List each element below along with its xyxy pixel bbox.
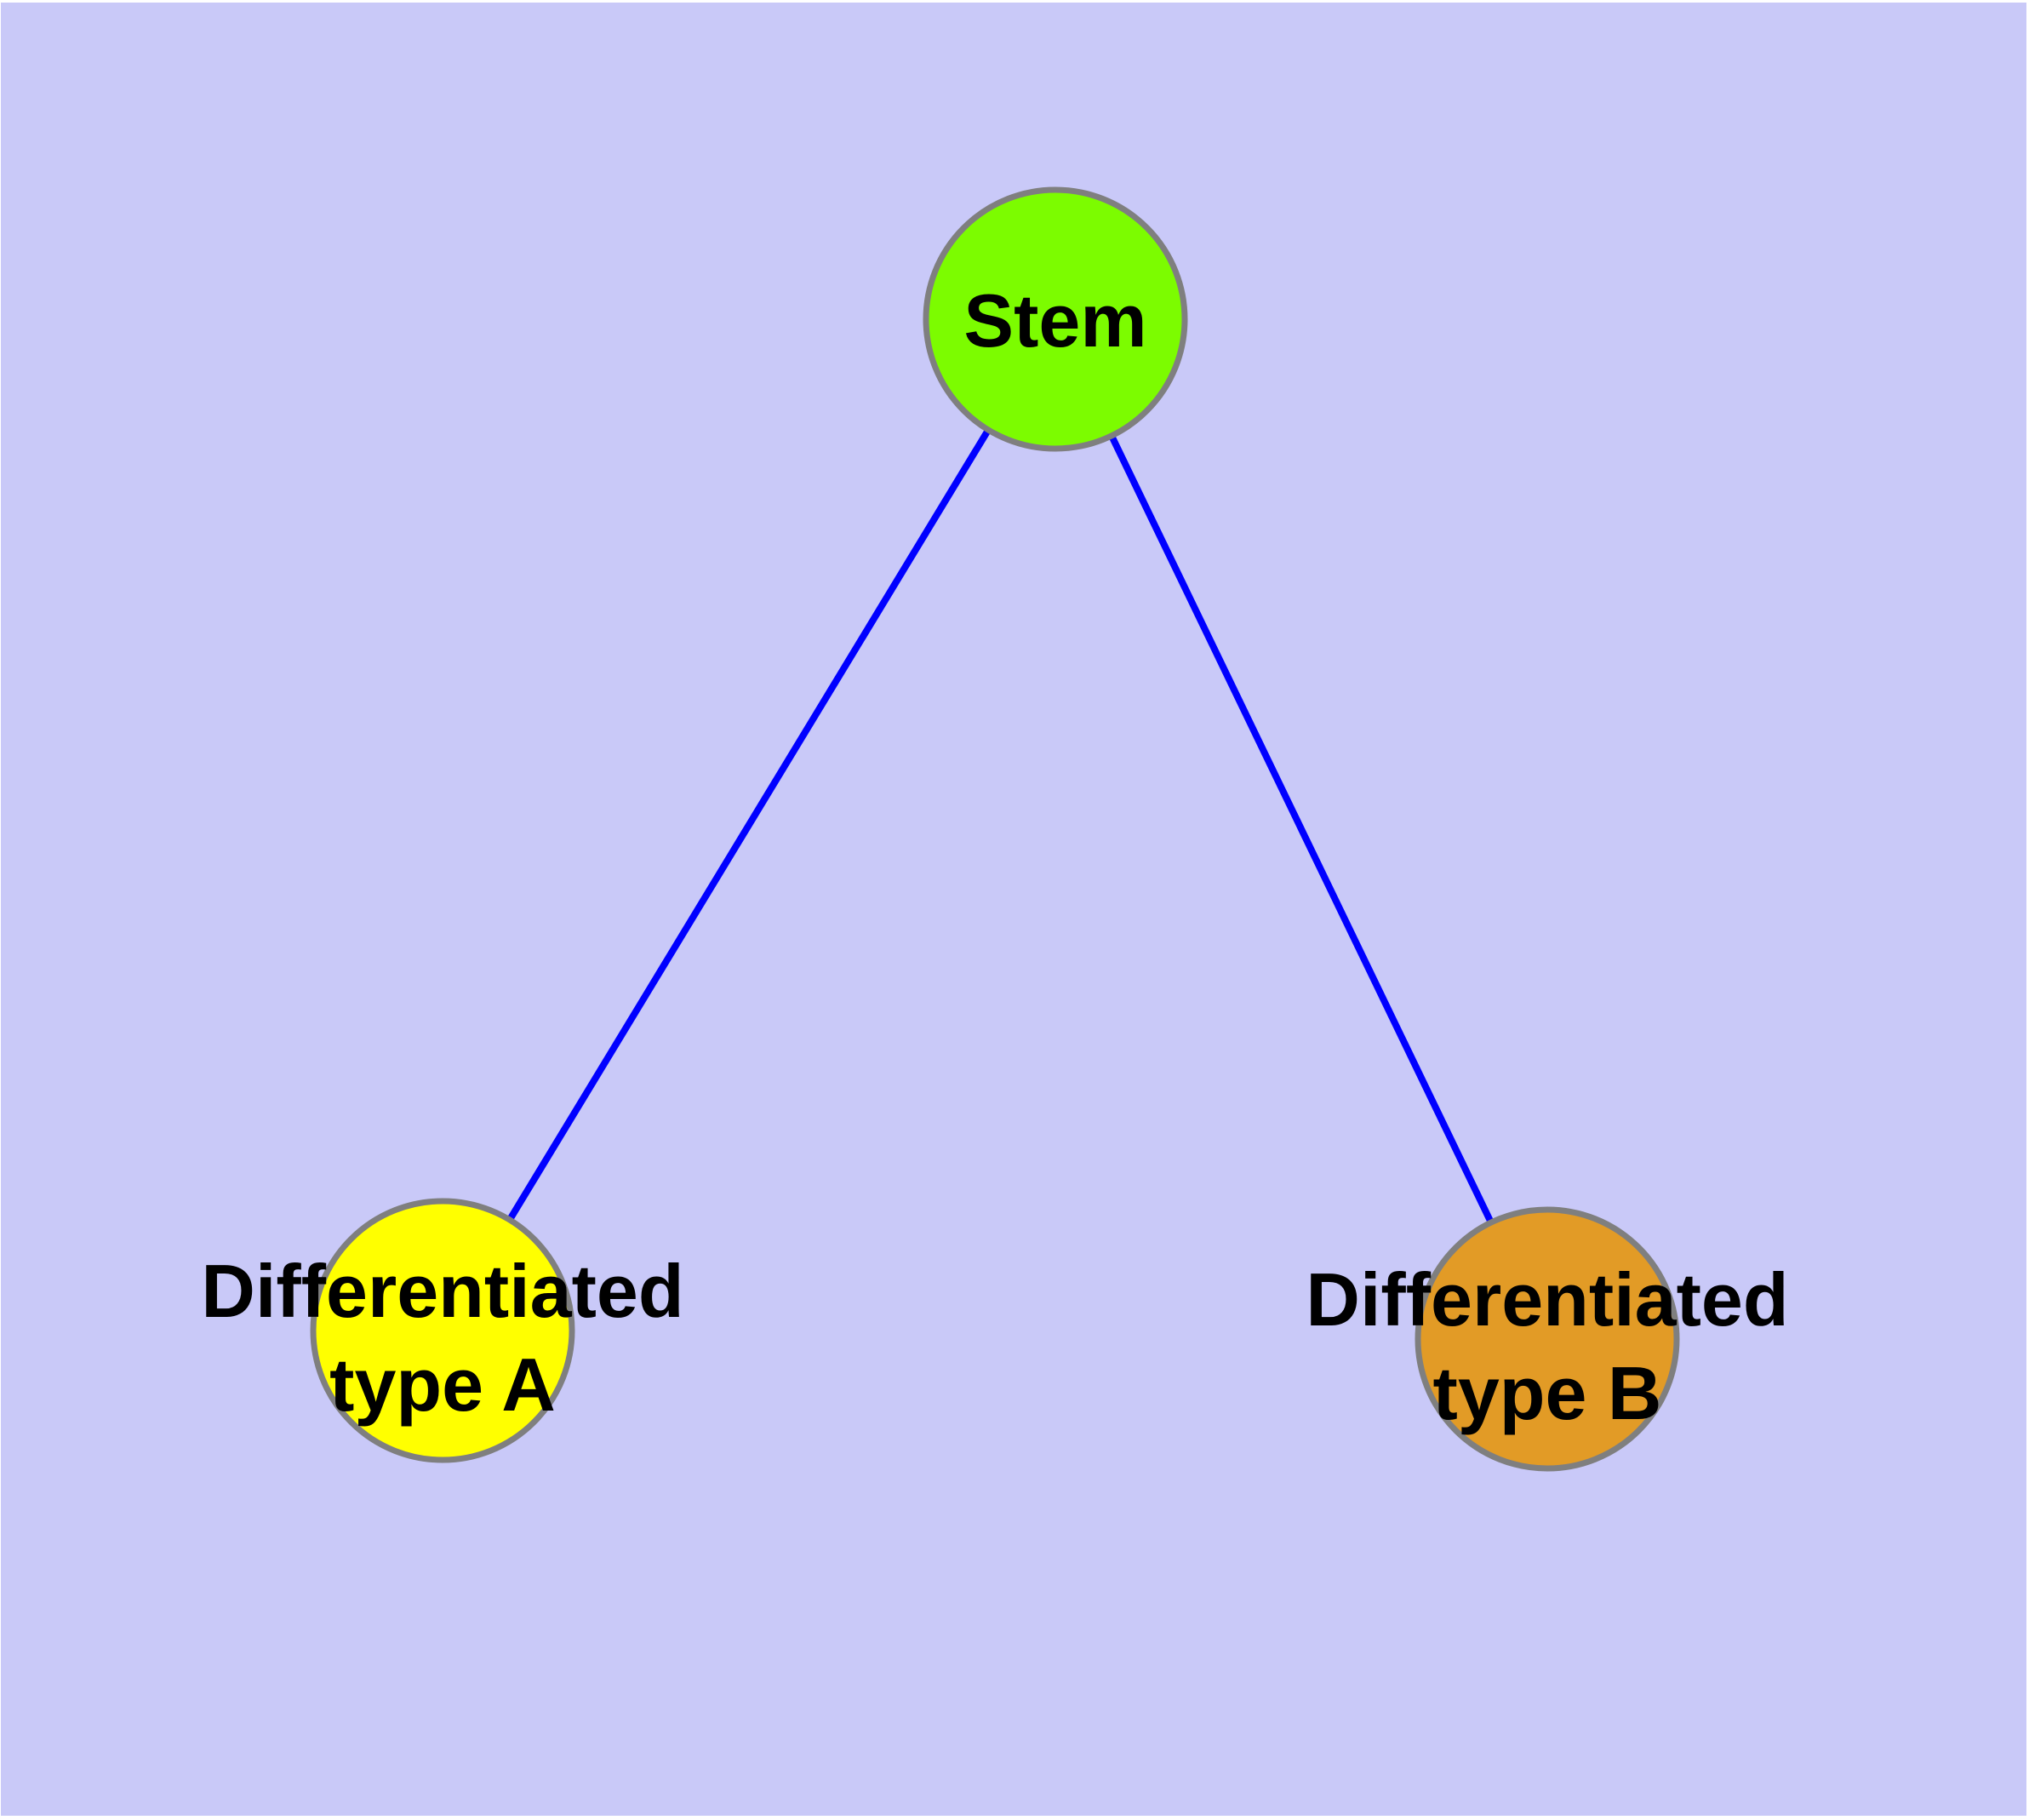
edge-stem-to-type-a xyxy=(439,317,1059,1333)
node-stem-label: Stem xyxy=(963,278,1146,363)
node-type-a-label-line1: Differentiated xyxy=(201,1249,683,1333)
edge-stem-to-type-b xyxy=(1052,318,1551,1341)
node-type-a-label-line2: type A xyxy=(329,1342,556,1427)
node-type-b-label-line2: type B xyxy=(1433,1351,1662,1435)
node-differentiated-type-b xyxy=(1415,1206,1680,1472)
node-differentiated-type-a xyxy=(310,1198,575,1463)
node-type-b-label-line1: Differentiated xyxy=(1306,1257,1788,1342)
node-stem xyxy=(923,186,1188,452)
